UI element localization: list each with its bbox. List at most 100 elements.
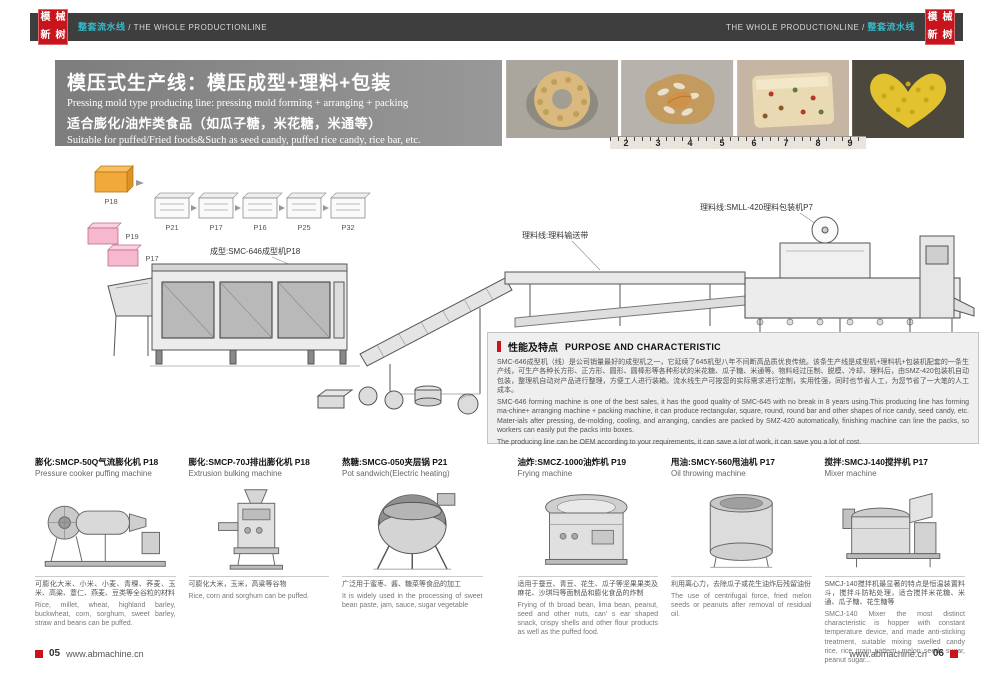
purpose-body-en2: The producing line can be OEM according …	[497, 438, 862, 446]
machine-desc-cn: 可膨化大米，玉米，高粱等谷物	[188, 581, 287, 588]
footer-red-square	[950, 649, 958, 658]
machine-title-cn: 油炸:SMCZ-1000油炸机 P19	[517, 457, 627, 467]
frying-machine-image	[518, 482, 659, 574]
machine-desc-en: Rice, corn and sorghum can be puffed.	[188, 593, 310, 601]
puffed-rice-ring-image	[506, 60, 619, 138]
footer-red-square	[35, 649, 43, 658]
purpose-body-cn: SMC-646成型机（线）是公司销量最好的成型机之一，它延续了645机型八年不间…	[497, 359, 969, 395]
divider	[35, 576, 176, 577]
stamp-char: 新	[927, 30, 938, 41]
header-bar	[30, 13, 963, 41]
formed-products-drawing	[316, 385, 479, 415]
photo-ruler: 2 3 4 5 6 7 8 9	[610, 136, 866, 149]
forming-machine-drawing	[107, 263, 360, 367]
machine-title-cn: 膨化:SMCP-70J排出膨化机 P18	[188, 457, 310, 467]
divider	[342, 576, 483, 577]
ruler-number: 4	[687, 138, 693, 148]
machine-desc-en: The use of centrifugal force, fried melo…	[671, 593, 812, 619]
page-subtitle-en: Suitable for puffed/Fried foods&Such as …	[67, 135, 421, 146]
flow-box-mixing	[107, 249, 139, 267]
flow-label-orange: P18	[104, 197, 117, 206]
machine-desc-cn: 广泛用于蜜枣、酱、糖菜等食品的加工	[342, 581, 461, 588]
machine-title-cn: 甩油:SMCY-560甩油机 P17	[671, 457, 775, 467]
flow-label: P32	[341, 223, 354, 232]
flow-label: P21	[165, 223, 178, 232]
machine-desc-en: Rice, millet, wheat, highland barley, bu…	[35, 602, 176, 628]
purpose-title: 性能及特点 PURPOSE AND CHARACTERISTIC	[497, 339, 969, 354]
header-left-en: / THE WHOLE PRODUCTIONLINE	[125, 23, 268, 32]
machine-desc-en: Frying of th broad bean, lima bean, pean…	[517, 602, 659, 637]
machine-card-pot: 熬糖:SMCG-050夹层锅 P21 Pot sandwich(Electric…	[342, 456, 483, 665]
brand-stamp-left: 模 械 新 树	[38, 9, 68, 45]
machine-title-cn: 膨化:SMCP-50Q气流膨化机 P18	[35, 457, 159, 467]
machine-desc-cn: 利用离心力，去除瓜子或花生油炸后残留油份	[671, 581, 811, 588]
purpose-body: SMC-646成型机（线）是公司销量最好的成型机之一，它延续了645机型八年不间…	[497, 358, 969, 447]
purpose-title-cn: 性能及特点	[508, 343, 558, 354]
purpose-title-en: PURPOSE AND CHARACTERISTIC	[565, 341, 721, 352]
divider	[517, 576, 658, 577]
footer-left: 05 www.abmachine.cn	[35, 648, 144, 659]
arranging-conveyor-drawing	[504, 271, 746, 328]
page-title-cn: 模压式生产线：模压成型+理料+包装	[67, 73, 392, 94]
stamp-char: 模	[40, 12, 51, 23]
stamp-char: 新	[40, 30, 51, 41]
website-url-left: www.abmachine.cn	[66, 648, 144, 659]
forming-machine-label: 成型:SMC-646成型机P18	[210, 246, 301, 256]
machine-title-en: Oil throwing machine	[671, 469, 746, 478]
machine-desc-cn: SMCJ-140搅拌机最显著的特点是恒温装置料斗，搅拌斗防粘处理，适合搅拌米花糖…	[824, 581, 966, 607]
flow-label: P25	[297, 223, 310, 232]
stamp-char: 械	[942, 12, 953, 23]
purpose-body-en: SMC-646 forming machine is one of the be…	[497, 398, 969, 435]
incline-conveyor-drawing	[359, 277, 513, 395]
brand-stamp-right: 模 械 新 树	[925, 9, 955, 45]
flow-label: P17	[145, 254, 158, 263]
page-number-right: 06	[932, 648, 944, 659]
ruler-number: 9	[847, 138, 853, 148]
machine-card-puffing: 膨化:SMCP-50Q气流膨化机 P18 Pressure cooker puf…	[35, 456, 176, 665]
header-left-cn: 整套流水线	[78, 22, 126, 32]
machine-card-oil-throwing: 甩油:SMCY-560甩油机 P17 Oil throwing machine …	[671, 456, 812, 665]
packing-machine-drawing	[744, 216, 975, 369]
machine-title-en: Mixer machine	[824, 469, 877, 478]
stamp-char: 模	[927, 12, 938, 23]
red-accent-bar	[497, 341, 501, 352]
page-title-en: Pressing mold type producing line: press…	[67, 98, 409, 109]
machine-title-cn: 搅拌:SMCJ-140搅拌机 P17	[824, 457, 928, 467]
divider	[824, 576, 965, 577]
photo-puffed-rice-ring	[506, 60, 619, 138]
purpose-box: 性能及特点 PURPOSE AND CHARACTERISTIC SMC-646…	[487, 332, 979, 447]
stamp-char: 树	[942, 30, 953, 41]
oil-throwing-machine-image	[671, 482, 812, 574]
machine-card-frying: 油炸:SMCZ-1000油炸机 P19 Frying machine 适用于蚕豆…	[517, 456, 659, 665]
puffing-machine-image	[35, 482, 176, 574]
header-title-left: 整套流水线 / THE WHOLE PRODUCTIONLINE	[78, 13, 267, 41]
stamp-char: 械	[55, 12, 66, 23]
header-title-right: THE WHOLE PRODUCTIONLINE / 整套流水线	[726, 13, 915, 41]
flow-label: P17	[209, 223, 222, 232]
machine-desc-cn: 可膨化大米、小米、小麦、青稞、荞麦、玉米、高粱、薏仁、燕麦、豆类等全谷粒的材料	[35, 581, 176, 598]
ruler-number: 3	[655, 138, 661, 148]
page-subtitle-cn: 适合膨化/油炸类食品（如瓜子糖，米花糖，米通等）	[67, 116, 382, 131]
divider	[188, 576, 329, 577]
footer-right: www.abmachine.cn 06	[849, 648, 958, 659]
rice-bar-image	[736, 60, 849, 138]
flow-box-puffing	[94, 171, 128, 193]
header-right-cn: 整套流水线	[867, 22, 915, 32]
photo-seed-candy	[621, 60, 734, 138]
ruler-number: 8	[815, 138, 821, 148]
divider	[671, 576, 812, 577]
machine-desc-en: It is widely used in the processing of s…	[342, 593, 483, 610]
machine-title-en: Frying machine	[517, 469, 573, 478]
page-number-left: 05	[49, 648, 61, 659]
machine-desc-cn: 适用于蚕豆、青豆、花生、瓜子等坚果果类及麻花、沙琪玛等面制品和膨化食品的炸制	[517, 581, 659, 598]
machine-title-en: Pressure cooker puffing machine	[35, 469, 152, 478]
machine-desc-en: SMCJ-140 Mixer the most distinct charact…	[824, 611, 966, 664]
header-right-en: THE WHOLE PRODUCTIONLINE /	[725, 23, 868, 32]
page-title-block: 模压式生产线：模压成型+理料+包装 Pressing mold type pro…	[55, 60, 502, 146]
machine-title-cn: 熬糖:SMCG-050夹层锅 P21	[342, 457, 448, 467]
flow-label: P19	[125, 232, 138, 241]
flow-box-frying	[87, 227, 119, 245]
mixer-machine-image	[825, 482, 966, 574]
machine-catalog-row: 膨化:SMCP-50Q气流膨化机 P18 Pressure cooker puf…	[35, 456, 965, 665]
ruler-number: 2	[623, 138, 629, 148]
